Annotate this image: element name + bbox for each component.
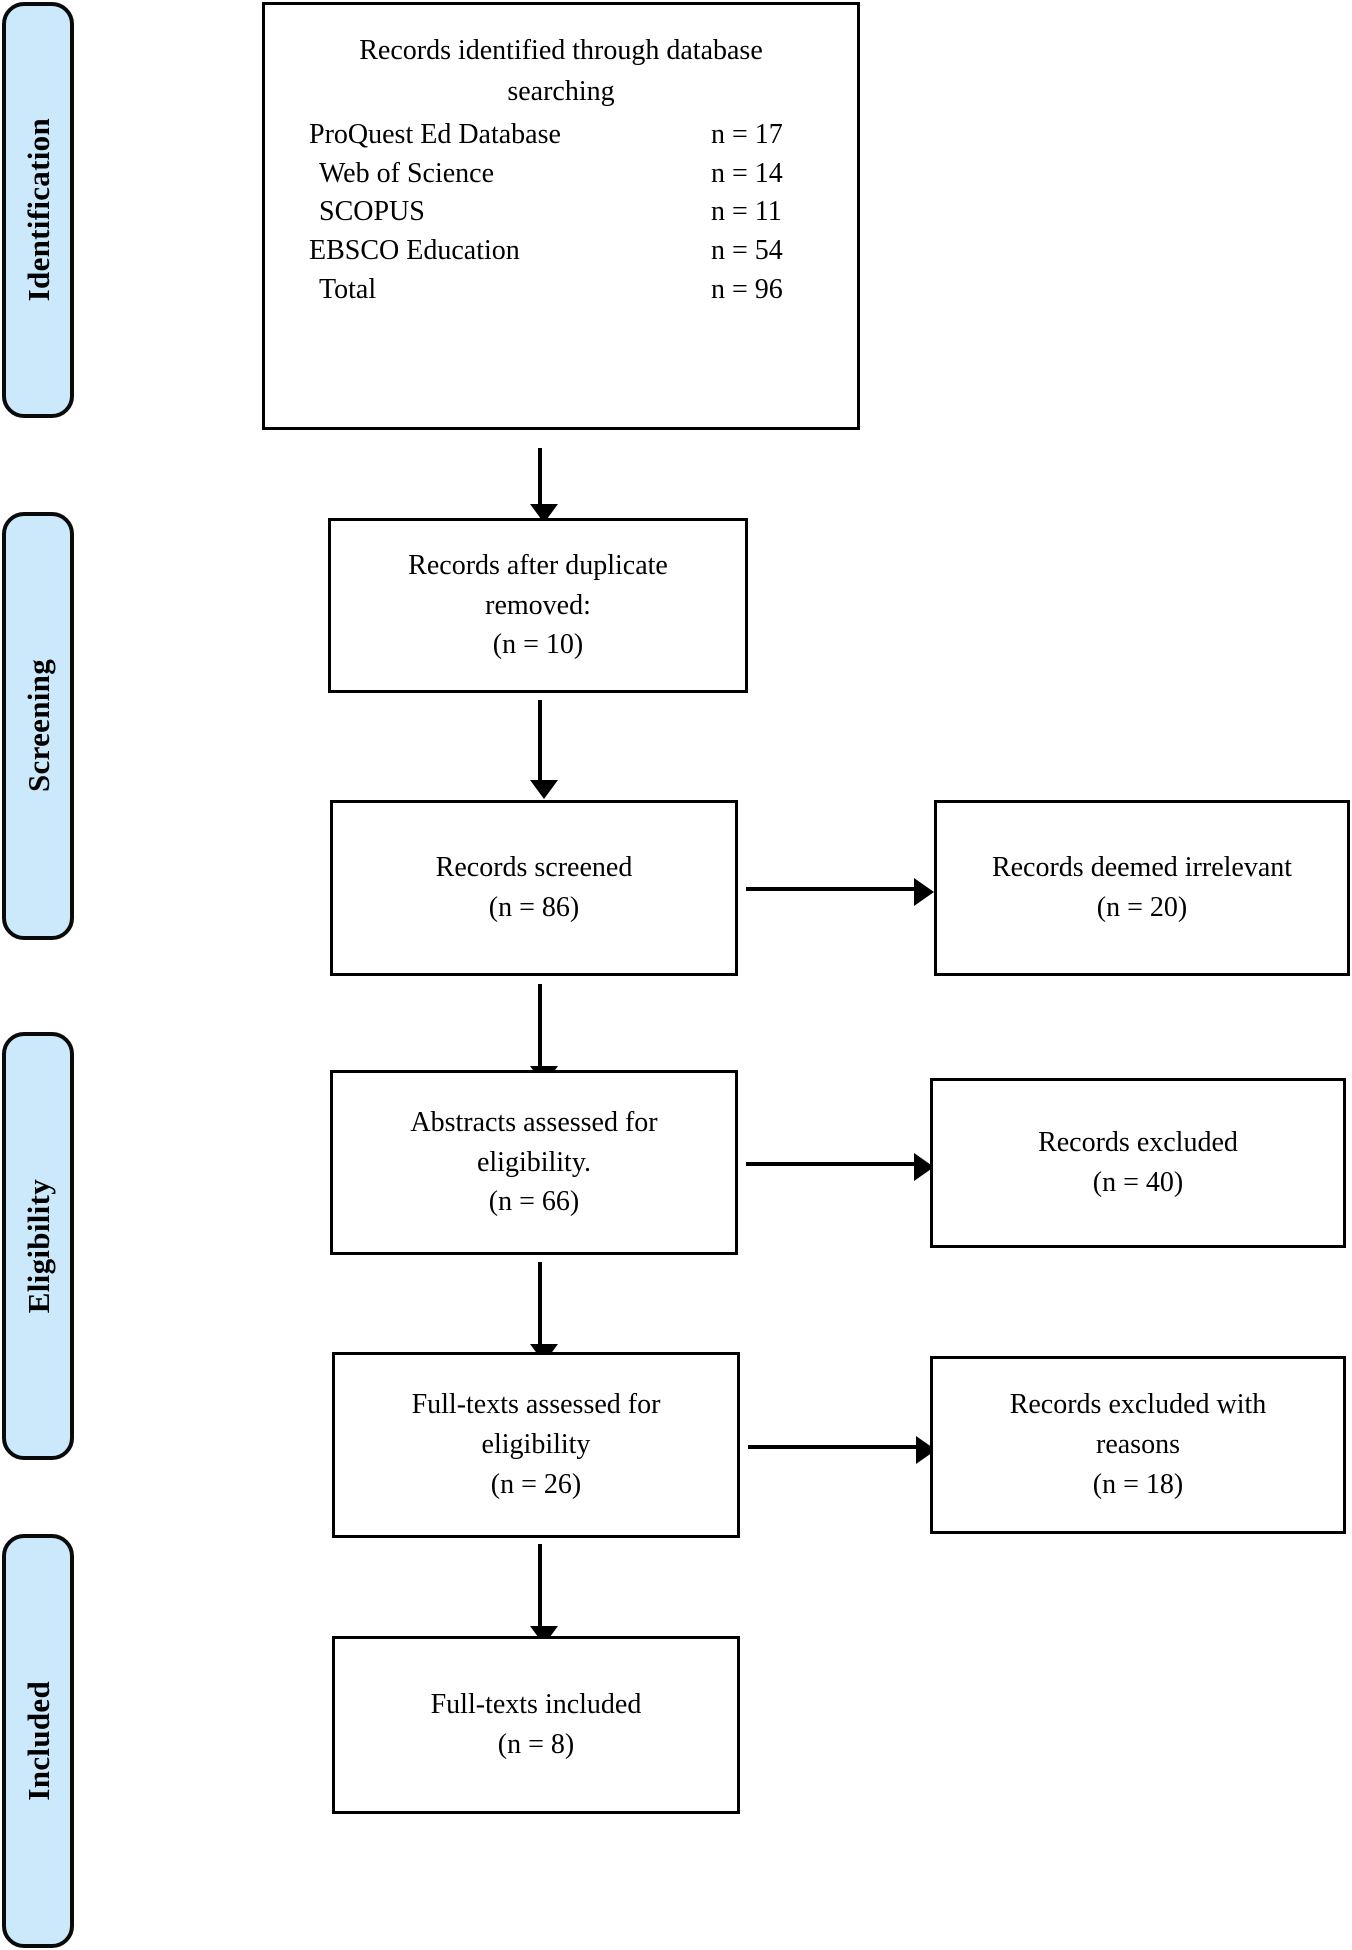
box-duplicates-removed: Records after duplicate removed: (n = 10… <box>328 518 748 693</box>
source-name: ProQuest Ed Database <box>309 119 561 151</box>
records-screened-count: (n = 86) <box>488 892 580 923</box>
records-irrelevant-label: Records deemed irrelevant <box>991 852 1293 884</box>
box-fulltexts-included: Full-texts included (n = 8) <box>332 1636 740 1814</box>
source-count: n = 11 <box>711 196 782 228</box>
records-screened-label: Records screened <box>435 852 633 884</box>
arrow-abstracts-to-excluded <box>746 1153 934 1181</box>
source-row: Web of Science n = 14 <box>287 155 835 194</box>
arrow-duplicates-to-screened <box>530 700 558 799</box>
records-irrelevant-count: (n = 20) <box>1096 892 1188 923</box>
abstracts-assessed-count: (n = 66) <box>488 1186 580 1218</box>
stage-identification-label: Identification <box>20 118 56 302</box>
duplicates-removed-line: removed: <box>485 589 591 621</box>
fulltexts-assessed-line: Full-texts assessed for <box>411 1389 661 1421</box>
records-identified-title-line1: Records identified through database <box>359 35 763 66</box>
source-name: Web of Science <box>319 157 494 189</box>
stage-eligibility-label: Eligibility <box>20 1178 56 1314</box>
box-fulltexts-assessed: Full-texts assessed for eligibility (n =… <box>332 1352 740 1538</box>
stage-eligibility: Eligibility <box>2 1032 74 1460</box>
source-row: Total n = 96 <box>287 271 835 310</box>
box-records-excluded: Records excluded (n = 40) <box>930 1078 1346 1248</box>
source-count: n = 14 <box>711 157 783 189</box>
fulltexts-included-label: Full-texts included <box>430 1689 642 1721</box>
records-excluded-reasons-count: (n = 18) <box>1092 1468 1184 1500</box>
arrow-screened-to-irrelevant <box>746 878 934 906</box>
stage-included-label: Included <box>20 1681 56 1801</box>
source-row: SCOPUS n = 11 <box>287 193 835 232</box>
box-abstracts-assessed: Abstracts assessed for eligibility. (n =… <box>330 1070 738 1255</box>
records-identified-title-line2: searching <box>507 75 615 107</box>
source-row: EBSCO Education n = 54 <box>287 232 835 271</box>
stage-screening-label: Screening <box>20 659 56 793</box>
records-excluded-reasons-line: Records excluded with <box>1009 1389 1267 1421</box>
records-excluded-count: (n = 40) <box>1092 1167 1184 1198</box>
box-records-screened: Records screened (n = 86) <box>330 800 738 976</box>
arrow-fulltexts-to-included <box>530 1544 558 1645</box>
fulltexts-assessed-count: (n = 26) <box>490 1468 582 1500</box>
source-row: ProQuest Ed Database n = 17 <box>287 116 835 155</box>
box-records-excluded-reasons: Records excluded with reasons (n = 18) <box>930 1356 1346 1534</box>
source-name: SCOPUS <box>319 196 425 228</box>
arrow-screened-to-abstracts <box>530 984 558 1085</box>
duplicates-removed-line: Records after duplicate <box>408 549 668 581</box>
source-name: EBSCO Education <box>309 235 520 267</box>
abstracts-assessed-line: Abstracts assessed for <box>410 1106 658 1138</box>
stage-identification: Identification <box>2 2 74 418</box>
arrow-abstracts-to-fulltexts <box>530 1262 558 1363</box>
abstracts-assessed-line: eligibility. <box>476 1146 592 1178</box>
arrow-identified-to-duplicates <box>530 448 558 523</box>
stage-included: Included <box>2 1534 74 1948</box>
box-records-identified: Records identified through database sear… <box>262 2 860 430</box>
source-name: Total <box>319 273 377 305</box>
fulltexts-included-count: (n = 8) <box>497 1729 575 1760</box>
records-identified-title: Records identified through database sear… <box>287 31 835 112</box>
box-records-irrelevant: Records deemed irrelevant (n = 20) <box>934 800 1350 976</box>
records-excluded-reasons-line: reasons <box>1096 1429 1180 1461</box>
stage-screening: Screening <box>2 512 74 940</box>
records-excluded-label: Records excluded <box>1038 1127 1238 1159</box>
source-count: n = 54 <box>711 235 783 267</box>
source-count: n = 96 <box>711 273 783 305</box>
fulltexts-assessed-line: eligibility <box>481 1429 591 1461</box>
arrow-fulltexts-to-excluded-reasons <box>748 1436 936 1464</box>
source-count: n = 17 <box>711 119 783 151</box>
records-identified-source-list: ProQuest Ed Database n = 17 Web of Scien… <box>287 116 835 309</box>
duplicates-removed-count: (n = 10) <box>492 629 584 661</box>
